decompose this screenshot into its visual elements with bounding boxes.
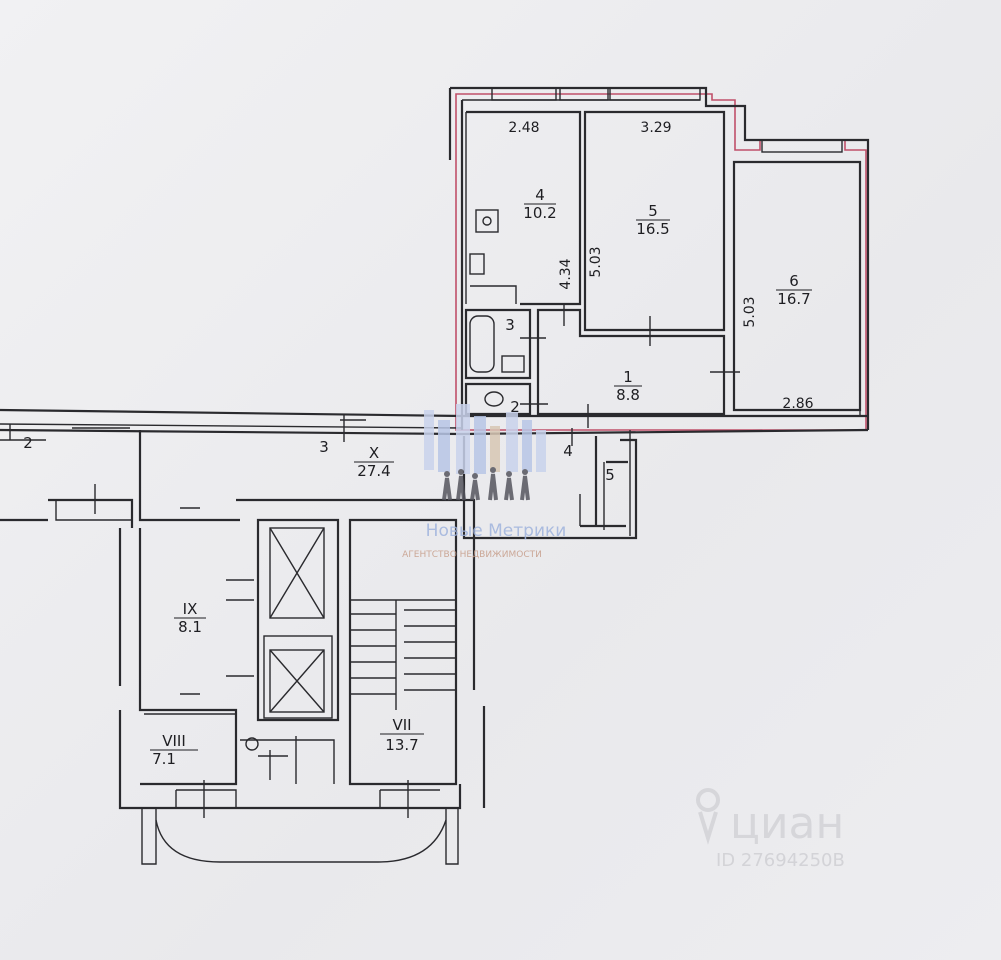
- dim-room4-height: 4.34: [558, 258, 574, 289]
- room-4-hall-number: 4: [563, 442, 573, 460]
- room-viii-label: VIII 7.1: [150, 732, 198, 768]
- dim-room6-width: 2.86: [782, 396, 813, 412]
- agency-logo-icon: [424, 404, 546, 501]
- room-1-label: 1 8.8: [614, 368, 642, 404]
- room-6-label: 6 16.7: [776, 272, 812, 308]
- room-4-label: 4 10.2: [523, 186, 556, 222]
- room-5-hall-number: 5: [605, 466, 615, 484]
- room-x-label: X 27.4: [354, 444, 394, 480]
- dim-room5-height: 5.03: [588, 246, 604, 277]
- cian-watermark: циан ID 27694250B: [696, 788, 845, 871]
- room-x-number: X: [369, 444, 379, 462]
- room-2-number: 2: [510, 398, 520, 416]
- corridor-walls: [0, 408, 869, 540]
- room-3-corridor-number: 3: [319, 438, 329, 456]
- dim-room4-width: 2.48: [508, 120, 539, 136]
- room-viii-number: VIII: [162, 732, 186, 750]
- dim-room6-height: 5.03: [742, 296, 758, 327]
- dimension-labels: 2.48 3.29 4.34 5.03 5.03 2.86: [508, 120, 813, 412]
- room-5-number: 5: [648, 202, 658, 220]
- agency-watermark: Новые Метрики АГЕНТСТВО НЕДВИЖИМОСТИ: [402, 404, 566, 560]
- agency-name: Новые Метрики: [426, 521, 567, 541]
- room-5-area: 16.5: [636, 220, 669, 238]
- room-6-number: 6: [789, 272, 799, 290]
- room-viii-area: 7.1: [152, 750, 176, 768]
- room-1-number: 1: [623, 368, 633, 386]
- room-1-area: 8.8: [616, 386, 640, 404]
- room-vii-label: VII 13.7: [380, 716, 424, 754]
- room-vii-number: VII: [392, 716, 411, 734]
- room-4-area: 10.2: [523, 204, 556, 222]
- cian-pin-icon: [696, 788, 720, 845]
- room-ix-number: IX: [183, 600, 198, 618]
- room-2-left-number: 2: [23, 434, 33, 452]
- room-3-number: 3: [505, 316, 515, 334]
- room-x-area: 27.4: [357, 462, 390, 480]
- stair-block-walls: [118, 498, 486, 865]
- room-ix-area: 8.1: [178, 618, 202, 636]
- room-4-number: 4: [535, 186, 545, 204]
- dim-room5-width: 3.29: [640, 120, 671, 136]
- agency-tagline: АГЕНТСТВО НЕДВИЖИМОСТИ: [402, 550, 542, 560]
- room-labels: 4 10.2 5 16.5 6 16.7 1 8.8 X 27.4 IX 8.1: [23, 186, 812, 768]
- cian-listing-id: ID 27694250B: [716, 850, 845, 871]
- room-ix-label: IX 8.1: [174, 600, 206, 636]
- room-5-label: 5 16.5: [636, 202, 670, 238]
- room-6-area: 16.7: [777, 290, 810, 308]
- apartment-walls: [448, 86, 870, 431]
- cian-logo-text: циан: [730, 798, 844, 849]
- room-vii-area: 13.7: [385, 736, 418, 754]
